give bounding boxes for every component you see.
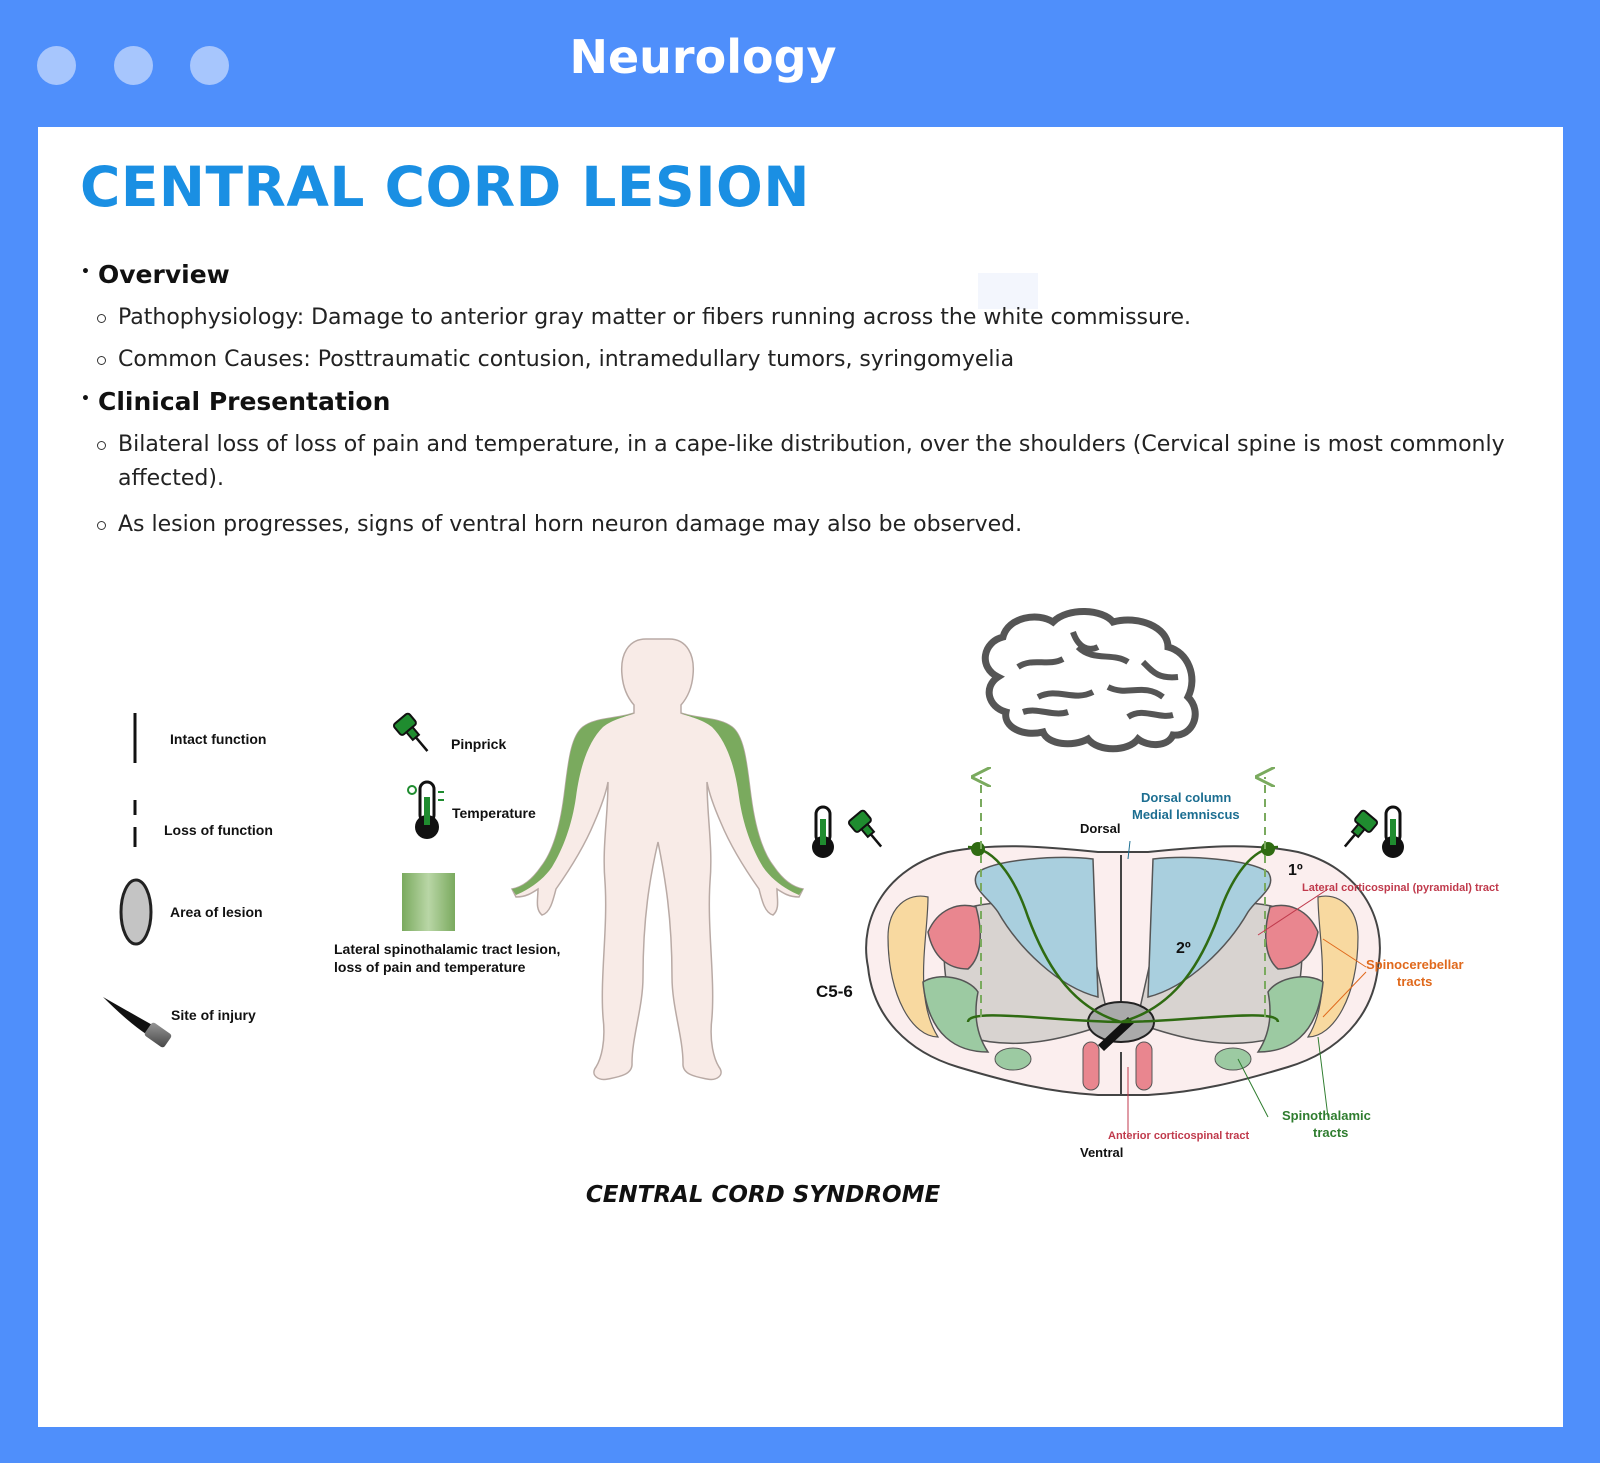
secondary-neuron-label: 2º — [1176, 940, 1191, 957]
title-bar: Neurology — [0, 0, 1600, 127]
legend-label: Area of lesion — [170, 904, 263, 920]
pushpin-icon — [847, 809, 883, 848]
list-item: As lesion progresses, signs of ventral h… — [78, 508, 1548, 542]
cape-right — [681, 713, 803, 895]
pinprick-thermo-right — [1343, 805, 1404, 858]
legend-label: Intact function — [170, 731, 266, 747]
medial-lemniscus-label: Medial lemniscus — [1132, 807, 1240, 822]
legend-injury-site: Site of injury — [103, 997, 256, 1048]
content-panel: CENTRAL CORD LESION EDIT Overview Pathop… — [38, 127, 1563, 1427]
window-minimize-button[interactable] — [114, 46, 153, 85]
pathway-left — [967, 845, 1122, 1024]
brain-icon — [981, 608, 1199, 753]
legend-lesion-area: Area of lesion — [119, 878, 263, 946]
spinocerebellar-label-2: tracts — [1397, 974, 1432, 989]
legend-label: Site of injury — [171, 1007, 256, 1023]
thermometer-icon — [812, 805, 834, 858]
spinal-cord-section — [865, 777, 1381, 1137]
list-item: Common Causes: Posttraumatic contusion, … — [78, 343, 1548, 377]
cape-left — [512, 713, 634, 895]
body-silhouette — [510, 638, 805, 1081]
legend-intact: Intact function — [133, 713, 266, 763]
ventral-label: Ventral — [1080, 1145, 1123, 1160]
anterior-cst-label: Anterior corticospinal tract — [1108, 1130, 1250, 1142]
spinocerebellar-label: Spinocerebellar — [1366, 957, 1464, 972]
legend-label: loss of pain and temperature — [334, 959, 526, 975]
pathway-right — [1120, 845, 1279, 1024]
spinothalamic-left — [922, 976, 990, 1053]
legend-label: Pinprick — [451, 736, 506, 752]
pushpin-icon — [1343, 809, 1379, 848]
level-label: C5-6 — [816, 982, 853, 1001]
anterior-cst-right — [1135, 1041, 1153, 1091]
window-maximize-button[interactable] — [190, 46, 229, 85]
tract-lesion-swatch — [402, 873, 455, 931]
knife-icon — [103, 997, 156, 1034]
list-item: Pathophysiology: Damage to anterior gray… — [78, 301, 1548, 335]
section-clinical-presentation: Clinical Presentation Bilateral loss of … — [78, 387, 1548, 542]
central-cord-figure: Intact function Loss of function Area of… — [98, 597, 1578, 1247]
spinothalamic-right — [1256, 976, 1324, 1053]
knife-icon — [1098, 1017, 1134, 1051]
section-overview: Overview Pathophysiology: Damage to ante… — [78, 260, 1548, 377]
legend-tract-lesion: Lateral spinothalamic tract lesion, loss… — [334, 873, 560, 975]
list-item: Bilateral loss of loss of pain and tempe… — [78, 428, 1548, 496]
anterior-cst-left — [1082, 1041, 1100, 1091]
figure-caption: CENTRAL CORD SYNDROME — [585, 1182, 941, 1208]
lateral-cst-left — [927, 904, 981, 970]
bullet-list: Overview Pathophysiology: Damage to ante… — [78, 260, 1548, 542]
legend-label: Loss of function — [164, 822, 273, 838]
pushpin-icon — [392, 712, 429, 752]
section-heading: Overview — [78, 260, 1548, 289]
primary-neuron-label: 1º — [1288, 862, 1303, 879]
legend-label: Temperature — [452, 805, 536, 821]
page-title: CENTRAL CORD LESION — [80, 155, 810, 219]
pinprick-thermo-left — [812, 805, 883, 858]
legend-temperature: Temperature — [407, 780, 536, 839]
window-title: Neurology — [569, 30, 837, 84]
figure-illustration: Intact function Loss of function Area of… — [103, 608, 1499, 1160]
legend-pinprick: Pinprick — [392, 712, 506, 752]
window-close-button[interactable] — [37, 46, 76, 85]
dorsal-column-label: Dorsal column — [1141, 790, 1231, 805]
thermometer-icon — [1382, 805, 1404, 858]
legend-loss: Loss of function — [133, 800, 273, 847]
lateral-cst-label: Lateral corticospinal (pyramidal) tract — [1302, 882, 1499, 894]
thermometer-icon — [407, 780, 444, 839]
legend-label: Lateral spinothalamic tract lesion, — [334, 941, 560, 957]
spinothalamic-label: Spinothalamic — [1282, 1108, 1371, 1123]
spinothalamic-label-2: tracts — [1313, 1125, 1348, 1140]
dorsal-label: Dorsal — [1080, 821, 1120, 836]
lesion-area-icon — [119, 878, 153, 946]
section-heading: Clinical Presentation — [78, 387, 1548, 416]
